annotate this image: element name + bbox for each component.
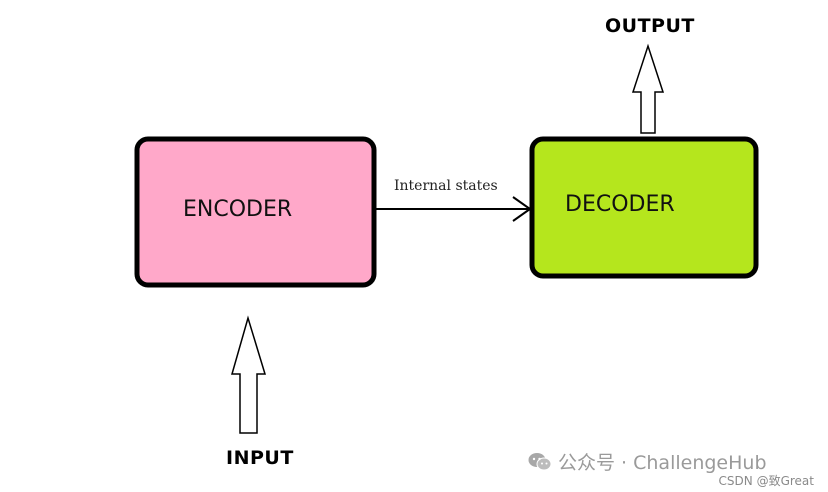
decoder-node: DECODER (529, 136, 759, 279)
footer-credit: CSDN @致Great (718, 474, 814, 488)
decoder-box (529, 136, 759, 279)
encoder-node: ENCODER (134, 136, 377, 288)
internal-states-label: Internal states (394, 178, 498, 194)
internal-states-arrowhead (512, 196, 532, 222)
decoder-label: DECODER (565, 192, 675, 217)
output-arrow: OUTPUT (605, 15, 695, 134)
input-label: INPUT (226, 447, 294, 469)
watermark-text: 公众号 · ChallengeHub (558, 452, 767, 474)
output-label: OUTPUT (605, 15, 695, 37)
internal-states-edge: Internal states (374, 178, 532, 222)
watermark: 公众号 · ChallengeHub (528, 448, 767, 475)
output-arrow-shape (631, 43, 665, 134)
input-arrow-shape (231, 315, 267, 434)
encoder-label: ENCODER (183, 197, 292, 222)
encoder-box (134, 136, 377, 288)
wechat-icon (528, 452, 552, 470)
input-arrow: INPUT (226, 315, 294, 469)
